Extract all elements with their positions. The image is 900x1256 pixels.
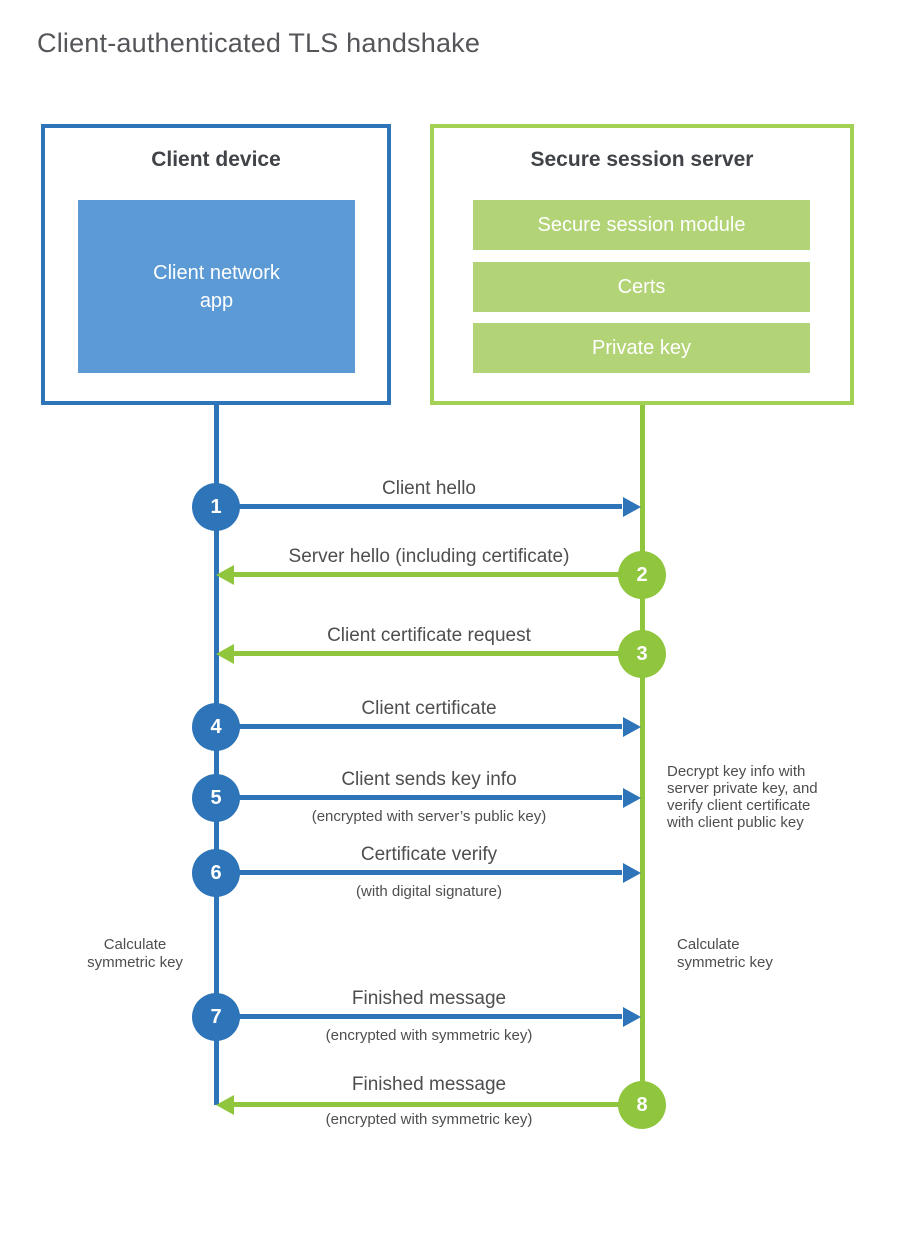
- step-1-badge: 1: [192, 483, 240, 531]
- step-4-badge: 4: [192, 703, 240, 751]
- diagram-title: Client-authenticated TLS handshake: [37, 28, 481, 58]
- client-device-title: Client device: [151, 148, 281, 171]
- step-5-arrowhead-right-icon: [623, 788, 641, 808]
- server-decrypt-note: Decrypt key info with server private key…: [667, 763, 818, 831]
- step-8-badge: 8: [618, 1081, 666, 1129]
- server-title: Secure session server: [530, 148, 754, 171]
- step-5-badge: 5: [192, 774, 240, 822]
- step-2-badge: 2: [618, 551, 666, 599]
- step-7-sublabel: (encrypted with symmetric key): [325, 1027, 533, 1044]
- step-2-arrowhead-left-icon: [216, 565, 234, 585]
- step-6-badge: 6: [192, 849, 240, 897]
- step-7-badge: 7: [192, 993, 240, 1041]
- step-3-label: Client certificate request: [327, 625, 531, 646]
- step-7-arrow-line: [216, 1014, 622, 1019]
- step-4-label: Client certificate: [361, 698, 497, 719]
- step-6-arrowhead-right-icon: [623, 863, 641, 883]
- step-2-arrow-line: [234, 572, 642, 577]
- server-module-label: Secure session module: [537, 213, 746, 236]
- step-8-sublabel: (encrypted with symmetric key): [325, 1111, 533, 1128]
- server-module-label: Certs: [617, 275, 666, 298]
- step-6-arrow-line: [216, 870, 622, 875]
- step-7-label: Finished message: [351, 988, 507, 1009]
- step-1-label: Client hello: [382, 478, 476, 499]
- step-6-sublabel: (with digital signature): [356, 883, 502, 900]
- client-network-app-block: Client network app: [78, 200, 355, 373]
- server-module-bar-secure-session-module: Secure session module: [473, 200, 810, 250]
- step-4-arrow-line: [216, 724, 622, 729]
- client-lifeline: [214, 405, 219, 1105]
- step-5-label: Client sends key info: [341, 769, 517, 790]
- step-8-label: Finished message: [351, 1074, 507, 1095]
- server-module-label: Private key: [592, 336, 691, 359]
- server-calculate-symmetric-key-note: Calculate symmetric key: [677, 936, 773, 971]
- step-4-arrowhead-right-icon: [623, 717, 641, 737]
- step-3-arrow-line: [234, 651, 642, 656]
- step-7-arrowhead-right-icon: [623, 1007, 641, 1027]
- step-2-label: Server hello (including certificate): [288, 546, 570, 567]
- step-1-arrowhead-right-icon: [623, 497, 641, 517]
- step-1-arrow-line: [216, 504, 622, 509]
- server-module-bar-private-key: Private key: [473, 323, 810, 373]
- client-device-box: Client device Client network app: [41, 124, 391, 405]
- step-8-arrow-line: [234, 1102, 642, 1107]
- step-3-arrowhead-left-icon: [216, 644, 234, 664]
- server-module-bar-certs: Certs: [473, 262, 810, 312]
- step-5-sublabel: (encrypted with server’s public key): [311, 808, 547, 825]
- client-network-app-label: Client network app: [153, 261, 280, 312]
- client-calculate-symmetric-key-note: Calculate symmetric key: [87, 936, 183, 971]
- step-8-arrowhead-left-icon: [216, 1095, 234, 1115]
- step-5-arrow-line: [216, 795, 622, 800]
- secure-session-server-box: Secure session server Secure session mod…: [430, 124, 854, 405]
- step-3-badge: 3: [618, 630, 666, 678]
- step-6-label: Certificate verify: [360, 844, 498, 865]
- server-lifeline: [640, 405, 645, 1107]
